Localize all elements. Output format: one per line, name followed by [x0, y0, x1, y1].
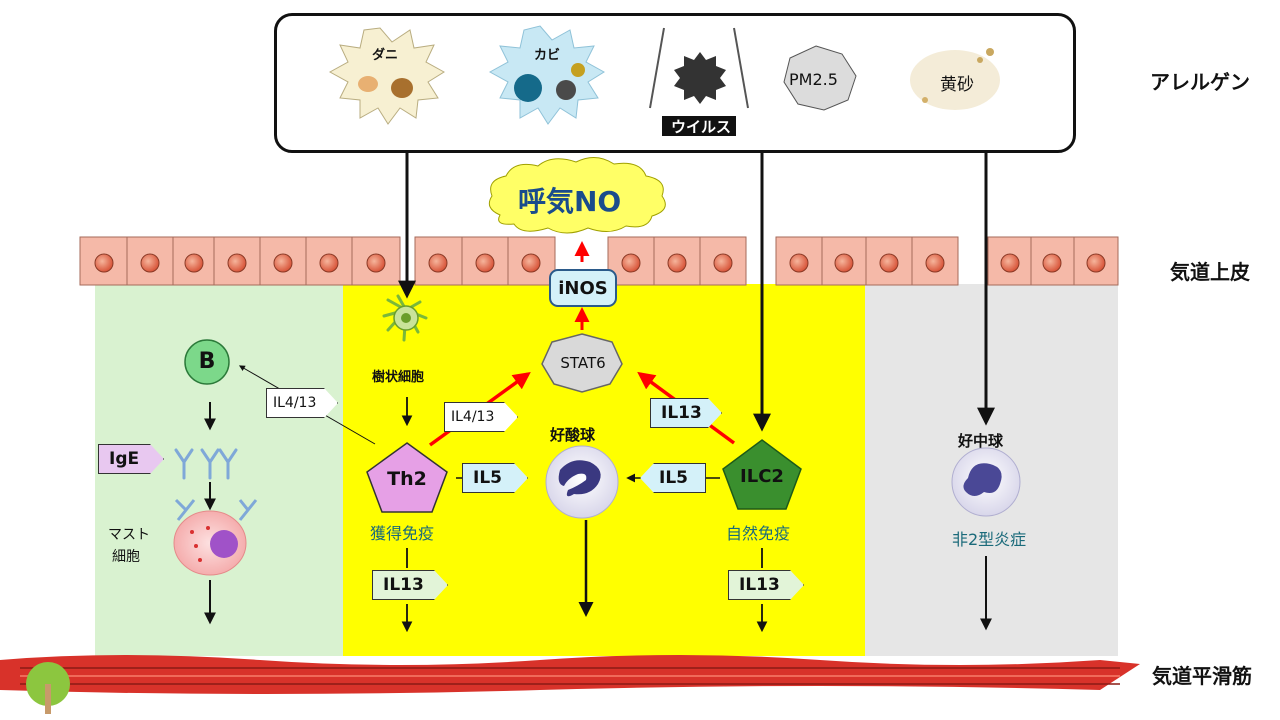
dendritic-cell-icon	[382, 294, 428, 342]
eosinophil-label: 好酸球	[550, 426, 596, 444]
label-allergen: アレルゲン	[1150, 70, 1250, 94]
th2-label: Th2	[387, 468, 427, 490]
virus-icon	[649, 27, 749, 136]
stat6-label: STAT6	[560, 354, 606, 372]
dust-mite-icon	[328, 27, 445, 125]
cytokine-il4-13-stat-label: IL4/13	[451, 409, 495, 425]
label-airway-smooth-muscle: 気道平滑筋	[1152, 664, 1252, 688]
dendritic-cell-label: 樹状細胞	[372, 370, 425, 385]
cytokine-il5-th2: IL5	[462, 463, 528, 493]
neutrophil-icon	[951, 447, 1021, 517]
ilc2-label: ILC2	[740, 466, 784, 487]
b-cell-label: B	[198, 349, 216, 374]
mold-icon	[488, 25, 605, 125]
cytokine-il5-ilc2: IL5	[640, 463, 706, 493]
non-type2-label: 非2型炎症	[952, 530, 1027, 549]
cytokine-il4-13-stat: IL4/13	[444, 402, 518, 432]
mast-cell-icon	[173, 498, 258, 576]
airway-epithelium	[79, 236, 1119, 286]
b-cell-shape	[184, 339, 230, 385]
cytokine-il13-th2-down: IL13	[372, 570, 448, 600]
exhaled-no-cloud	[488, 157, 666, 234]
allergen-label-virus: ウイルス	[670, 118, 731, 136]
mast-cell-label-1: マスト	[108, 527, 150, 543]
ige-tag: IgE	[98, 444, 164, 474]
cytokine-il13-ilc2: IL13	[650, 398, 722, 428]
cytokine-il13-ilc2-down: IL13	[728, 570, 804, 600]
th2-caption: 獲得免疫	[370, 524, 435, 543]
neutrophil-label: 好中球	[958, 432, 1004, 450]
cytokine-il13-th2-down-label: IL13	[383, 575, 424, 595]
cytokine-il5-ilc2-label: IL5	[659, 468, 688, 488]
ige-antibody-icon	[174, 448, 238, 480]
cytokine-il13-ilc2-label: IL13	[661, 403, 702, 423]
cytokine-il13-ilc2-down-label: IL13	[739, 575, 780, 595]
stat6-shape	[541, 333, 623, 393]
ige-label: IgE	[109, 449, 140, 469]
exhaled-no-label: 呼気NO	[518, 185, 622, 218]
tree-logo	[26, 662, 70, 714]
allergen-label-kabi: カビ	[534, 48, 561, 63]
cytokine-il5-th2-label: IL5	[473, 468, 502, 488]
eosinophil-icon	[545, 445, 619, 519]
cytokine-il4-13-b: IL4/13	[266, 388, 338, 418]
heptagon-particle-icon	[783, 45, 857, 111]
ilc2-shape	[722, 439, 802, 510]
ilc2-caption: 自然免疫	[726, 524, 791, 543]
inos-label: iNOS	[558, 278, 608, 299]
cytokine-il4-13-b-label: IL4/13	[273, 395, 317, 411]
th2-shape	[366, 442, 448, 513]
label-airway-epithelium: 気道上皮	[1170, 260, 1250, 284]
allergen-label-dani: ダニ	[372, 48, 399, 63]
airway-smooth-muscle	[0, 655, 1140, 694]
allergen-label-kosa: 黄砂	[940, 75, 974, 95]
yellow-sand-icon	[910, 48, 1000, 110]
mast-cell-label-2: 細胞	[112, 549, 140, 565]
allergen-label-pm25: PM2.5	[789, 70, 838, 89]
inos-box	[549, 269, 617, 307]
